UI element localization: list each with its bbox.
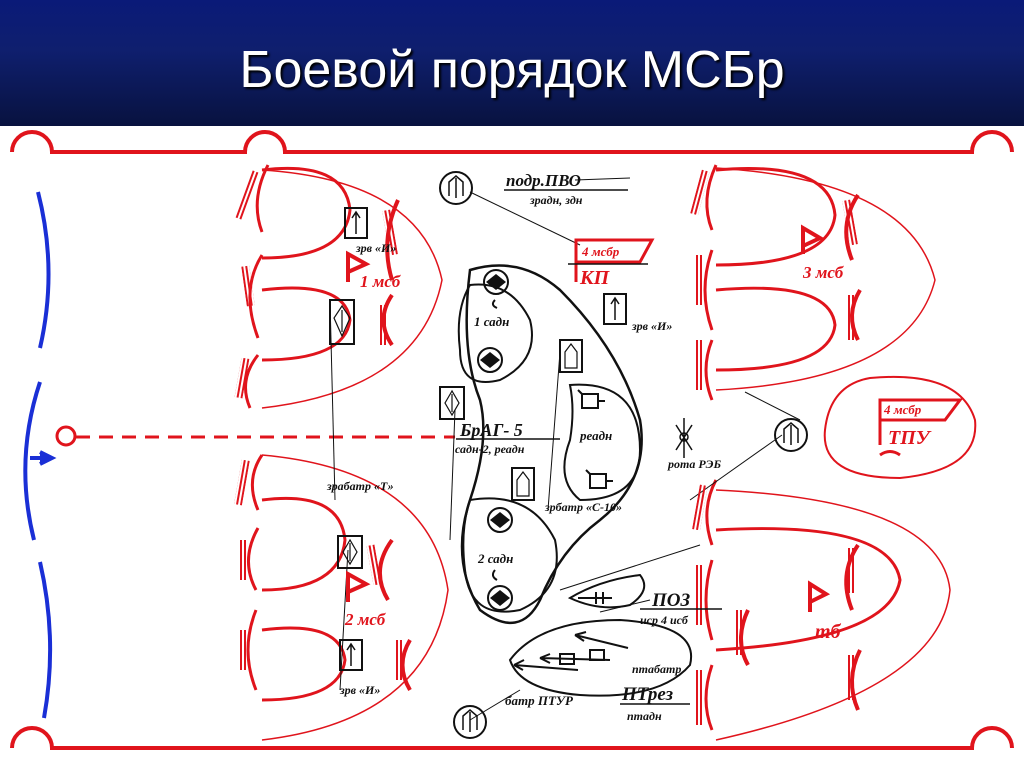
label-sadn1: 1 садн — [474, 314, 509, 329]
zrv-box-icon — [344, 207, 368, 239]
leader-lines — [329, 177, 801, 721]
rocket-launcher-icon — [577, 389, 613, 489]
label-brag: БрАГ- 5 — [459, 420, 523, 440]
label-rota-reb: рота РЭБ — [667, 457, 721, 471]
antitank-reserve-icon — [508, 618, 693, 697]
label-zrabatr-t: зрабатр «Т» — [326, 479, 394, 493]
zrabatr-box-icon — [329, 299, 355, 345]
label-zradn-zdn: зрадн, здн — [529, 193, 583, 207]
zrv-box-icon — [603, 293, 627, 325]
artillery-group — [457, 264, 643, 625]
pvo-circle-icon — [774, 418, 808, 452]
label-kp: КП — [579, 267, 611, 289]
slide-header: Боевой порядок МСБр — [0, 0, 1024, 126]
tpu-area — [823, 375, 977, 480]
pvo-circle-icon — [453, 705, 487, 739]
label-poz: ПОЗ — [651, 590, 691, 611]
label-isr: иср 4 исб — [640, 613, 689, 627]
label-zrv-i-top: зрв «И» — [355, 241, 396, 255]
zrv-box-icon — [339, 639, 363, 671]
label-kp-unit: 4 мсбр — [581, 244, 620, 259]
zrabatr-box-icon — [439, 386, 465, 420]
label-tpu-unit: 4 мсбр — [883, 402, 922, 417]
reb-antenna-icon — [675, 418, 693, 458]
label-readn: реадн — [579, 428, 612, 443]
zrbatr-box-icon — [559, 339, 583, 373]
label-ptabatr: птабатр — [632, 662, 681, 676]
label-tb: тб — [815, 621, 842, 643]
pvo-circle-icon — [439, 171, 473, 205]
label-zrv-i-mid: зрв «И» — [631, 319, 672, 333]
label-batr-ptur: батр ПТУР — [505, 693, 574, 708]
label-msb3: 3 мсб — [802, 263, 845, 282]
slide-title: Боевой порядок МСБр — [239, 41, 785, 99]
label-zrbatr-s10: зрбатр «С-10» — [544, 500, 622, 514]
label-underlines — [456, 189, 722, 705]
tpu-marker — [879, 450, 901, 457]
mine-barrier-icon — [567, 573, 646, 609]
company-flag-icon — [346, 224, 831, 612]
kp-flag-icon — [574, 238, 655, 282]
label-ptadn: птадн — [627, 709, 662, 723]
label-tpu: ТПУ — [888, 427, 932, 449]
zrabatr-box-icon — [337, 535, 363, 569]
label-msb1: 1 мсб — [360, 272, 402, 291]
label-brag-sub: садн-2, реадн — [455, 442, 525, 456]
enemy-front-line — [23, 191, 57, 719]
diagram-labels: подр.ПВО зрадн, здн 4 мсбр КП зрв «И» 1 … — [326, 171, 932, 723]
label-sadn2: 2 садн — [477, 551, 513, 566]
label-ptrez: ПТрез — [621, 684, 674, 705]
label-zrv-i-bottom: зрв «И» — [339, 683, 380, 697]
brigade-boundary — [10, 130, 1014, 750]
artillery-diamond-icon — [477, 269, 513, 611]
brigade-axis-line — [55, 425, 455, 447]
zrbatr-box-icon — [511, 467, 535, 501]
battle-order-diagram: подр.ПВО зрадн, здн 4 мсбр КП зрв «И» 1 … — [10, 130, 1014, 750]
battalion-positions — [244, 164, 951, 741]
tpu-flag-icon — [878, 398, 963, 445]
symbols — [234, 169, 963, 739]
label-msb2: 2 мсб — [344, 610, 387, 629]
hatched-barriers — [234, 169, 858, 725]
label-podr-pvo: подр.ПВО — [506, 171, 581, 190]
